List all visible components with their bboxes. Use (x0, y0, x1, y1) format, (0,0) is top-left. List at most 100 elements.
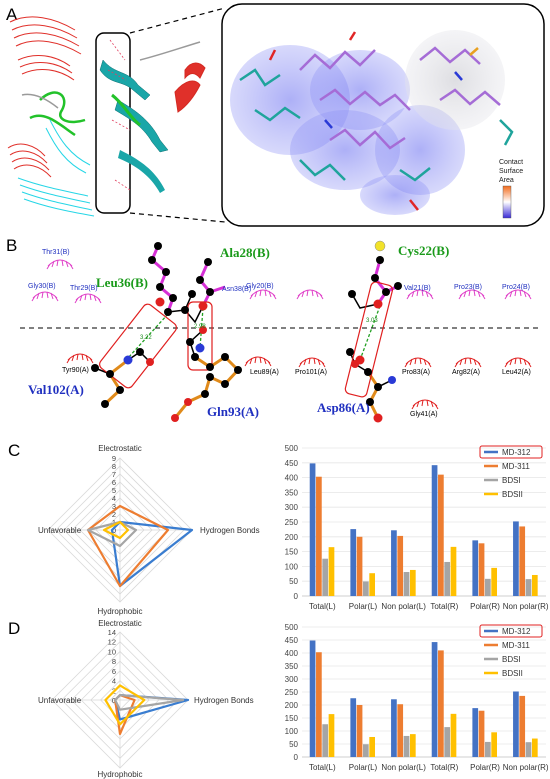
radar-tick-label: 4 (112, 494, 116, 503)
ligand-sticks (239, 31, 514, 211)
hp-label-thr29b: Thr29(B) (70, 285, 98, 292)
legend-label-md-311: MD-311 (502, 462, 530, 471)
bar-md-312-3 (431, 465, 438, 596)
legend-label-bdsi: BDSI (502, 655, 521, 664)
bar-bdsi-5 (525, 579, 532, 596)
hp-label-arg82a: Arg82(A) (452, 369, 480, 376)
bar-bdsi-1 (363, 581, 369, 596)
bar-category-label: Non polar(R) (503, 763, 549, 772)
bar-md-311-3 (438, 650, 444, 757)
bar-bdsi-3 (444, 561, 451, 596)
residue-gln93a: Gln93(A) (207, 404, 259, 419)
bar-ytick-label: 100 (285, 727, 299, 736)
bar-ytick-label: 50 (289, 577, 298, 586)
legend-label-bdsi: BDSI (502, 476, 521, 485)
radar-axis-label: Unfavorable (38, 526, 82, 535)
bar-bdsii-0 (328, 547, 335, 596)
radar-tick-label: 0 (112, 696, 116, 705)
coil-green (29, 91, 86, 137)
radar-tick-label: 6 (112, 667, 116, 676)
residue-asp86a: Asp86(A) (317, 400, 370, 415)
hbond-distance-3: 3.03 (366, 318, 378, 324)
radar-axis-label: Electrostatic (98, 619, 142, 628)
bar-md-312-5 (513, 691, 519, 757)
bar-chart-c: 050100150200250300350400450500Total(L)Po… (285, 444, 549, 611)
hp-label-tyr90a: Tyr90(A) (62, 367, 89, 374)
radar-tick-label: 0 (112, 526, 116, 535)
bar-bdsii-3 (450, 546, 457, 596)
bar-bdsii-2 (409, 734, 416, 757)
bar-ytick-label: 500 (285, 444, 299, 453)
bar-bdsi-4 (485, 741, 491, 757)
zoom-box (95, 32, 131, 214)
bar-md-311-3 (438, 474, 444, 596)
hp-label-asn38b: Asn38(B) (222, 286, 251, 293)
bar-category-label: Total(L) (309, 602, 336, 611)
bar-bdsii-3 (450, 713, 457, 757)
radar-tick-label: 9 (112, 454, 116, 463)
hp-label-pro101a: Pro101(A) (295, 369, 327, 376)
hbond-distance-1: 3.22 (140, 335, 152, 341)
panel-label-c: C (8, 441, 21, 460)
hp-label-pro23b: Pro23(B) (454, 284, 482, 291)
residue-ala28b: Ala28(B) (220, 245, 270, 260)
bar-category-label: Total(L) (309, 763, 336, 772)
bar-md-312-5 (513, 521, 519, 596)
residue-leu36b: Leu36(B) (96, 275, 148, 290)
bar-md-312-4 (472, 540, 479, 596)
bar-ytick-label: 250 (285, 688, 299, 697)
bar-ytick-label: 150 (285, 714, 299, 723)
legend-label-bdsii: BDSII (502, 669, 523, 678)
bar-bdsi-2 (403, 735, 410, 757)
radar-tick-label: 8 (112, 657, 116, 666)
bar-category-label: Total(R) (430, 763, 458, 772)
bar-bdsi-0 (322, 558, 329, 596)
bar-md-312-4 (472, 708, 479, 757)
bar-category-label: Polar(L) (349, 602, 378, 611)
hp-label-pro24b: Pro24(B) (502, 284, 530, 291)
panel-a-structure: Contact Surface Area (7, 3, 545, 227)
bar-md-311-4 (478, 710, 485, 757)
bar-ytick-label: 100 (285, 562, 299, 571)
bar-ytick-label: 50 (289, 740, 298, 749)
bar-category-label: Non polar(R) (503, 602, 549, 611)
bar-md-312-3 (431, 642, 438, 757)
hp-label-pro83a: Pro83(A) (402, 369, 430, 376)
bar-ytick-label: 350 (285, 488, 299, 497)
bar-md-312-2 (391, 530, 397, 596)
radar-axis-label: Electrostatic (98, 444, 142, 453)
bar-bdsii-4 (491, 567, 498, 596)
bar-ytick-label: 500 (285, 623, 299, 632)
bar-ytick-label: 450 (285, 636, 299, 645)
bar-bdsii-0 (328, 714, 335, 757)
legend-highlight-box (479, 445, 543, 459)
bar-bdsii-5 (531, 738, 538, 757)
bar-bdsi-5 (525, 742, 532, 757)
residue-cys22b: Cys22(B) (398, 243, 449, 258)
bar-md-312-0 (309, 463, 316, 596)
bar-category-label: Total(R) (430, 602, 458, 611)
chain-a-bonds (103, 355, 380, 419)
hp-label-gly20b: Gly20(B) (246, 283, 274, 290)
atoms (91, 240, 402, 423)
bar-category-label: Non polar(L) (381, 763, 426, 772)
residue-val102a: Val102(A) (28, 382, 84, 397)
radar-tick-label: 3 (112, 502, 116, 511)
bar-ytick-label: 300 (285, 675, 299, 684)
bar-ytick-label: 350 (285, 662, 299, 671)
panel-label-a: A (6, 5, 18, 24)
radar-series-bdsii (102, 520, 130, 540)
hp-label-gly41a: Gly41(A) (410, 411, 438, 418)
radar-axis-label: Unfavorable (38, 696, 82, 705)
bar-md-312-0 (309, 640, 316, 757)
bar-ytick-label: 450 (285, 459, 299, 468)
radar-series-bdsi (114, 694, 185, 711)
bar-ytick-label: 300 (285, 503, 299, 512)
radar-axis-label: Hydrogen Bonds (200, 526, 260, 535)
legend-label-md-311: MD-311 (502, 641, 530, 650)
bar-ytick-label: 250 (285, 518, 299, 527)
bar-bdsi-3 (444, 727, 451, 757)
radar-tick-label: 12 (108, 638, 116, 647)
